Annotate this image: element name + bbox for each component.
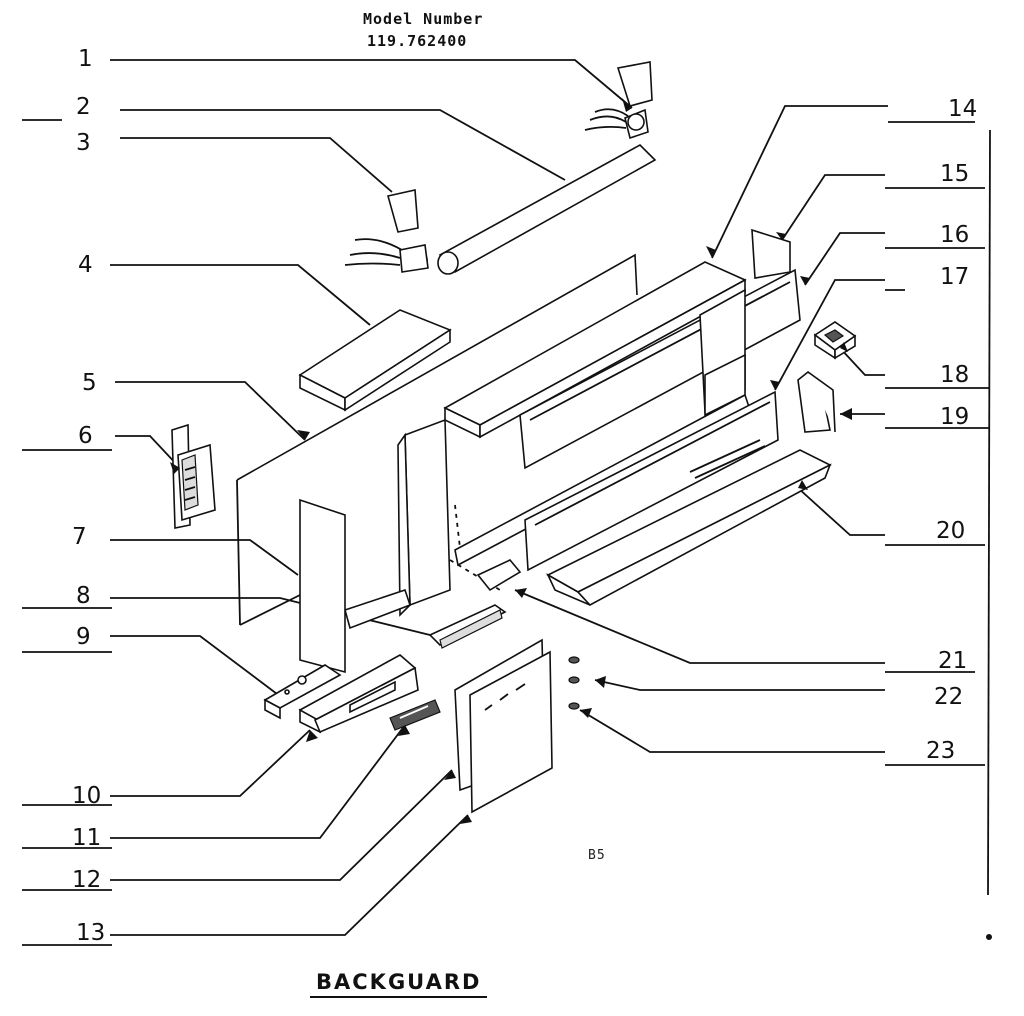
callout-17: 17 <box>940 264 970 290</box>
callout-11: 11 <box>72 825 102 851</box>
callout-9: 9 <box>76 624 91 650</box>
mark-dot <box>986 934 992 940</box>
callout-18: 18 <box>940 362 970 388</box>
part-8-strip <box>428 604 507 649</box>
part-3-lamp-socket <box>344 189 429 273</box>
part-21-rod <box>476 559 522 592</box>
callout-5: 5 <box>82 370 97 396</box>
callout-13: 13 <box>76 920 106 946</box>
callout-20: 20 <box>936 518 966 544</box>
part-7-end-panel <box>299 498 346 674</box>
part-9-end-cap <box>263 664 342 720</box>
callout-14: 14 <box>948 96 978 122</box>
callout-4: 4 <box>78 252 93 278</box>
frame-line <box>987 129 991 896</box>
page-code: B5 <box>588 848 606 863</box>
part-12-13-window <box>454 638 553 814</box>
callout-3: 3 <box>76 130 91 156</box>
model-number-label: Model Number <box>363 10 484 28</box>
part-2-fluorescent-tube <box>437 144 657 275</box>
callout-8: 8 <box>76 583 91 609</box>
part-18-bracket <box>813 321 857 360</box>
callout-10: 10 <box>72 783 102 809</box>
part-10-control-housing <box>298 654 419 734</box>
arrowheads <box>170 98 852 824</box>
callout-22: 22 <box>934 684 964 710</box>
callout-7: 7 <box>72 524 87 550</box>
part-15-bracket <box>751 228 791 279</box>
diagram-title: BACKGUARD <box>310 970 488 998</box>
leader-lines-left <box>110 59 633 936</box>
part-5-back-sheet <box>236 253 638 626</box>
part-4-panel <box>298 309 452 412</box>
left-number-underlines <box>22 119 112 946</box>
callout-1: 1 <box>78 46 93 72</box>
right-number-underlines <box>885 121 990 766</box>
part-19-clip <box>797 370 836 433</box>
part-1-lamp-socket <box>584 61 653 140</box>
callout-21: 21 <box>938 648 968 674</box>
callout-15: 15 <box>940 161 970 187</box>
model-number-value: 119.762400 <box>367 32 468 50</box>
callout-2: 2 <box>76 94 91 120</box>
callout-23: 23 <box>926 738 956 764</box>
callout-16: 16 <box>940 222 970 248</box>
part-6-switch <box>171 423 216 529</box>
callout-12: 12 <box>72 867 102 893</box>
leader-lines-right <box>514 105 888 753</box>
parts-22-23-screws <box>568 656 580 710</box>
part-11-knob-strip <box>389 699 441 731</box>
backguard-frame <box>344 261 801 630</box>
part-20-channel <box>546 439 832 606</box>
callout-19: 19 <box>940 404 970 430</box>
callout-6: 6 <box>78 423 93 449</box>
